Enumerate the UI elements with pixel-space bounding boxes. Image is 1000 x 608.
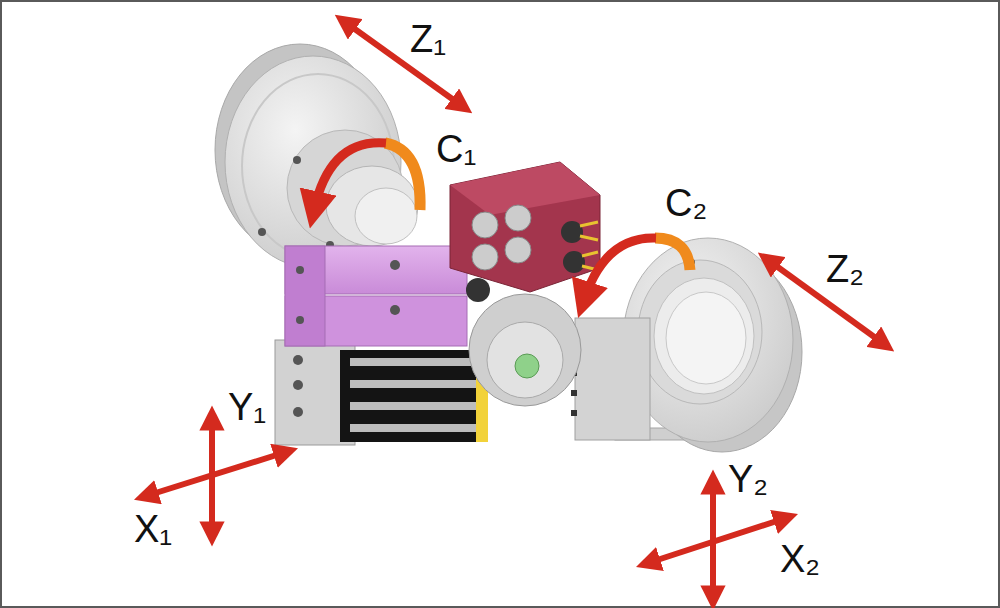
axis-label: Y₂: [728, 460, 768, 498]
right-tool-block: [571, 318, 650, 440]
tool-block: [450, 162, 600, 292]
rotation-arrows: [314, 143, 690, 300]
axis-arrows: [146, 22, 884, 598]
left-spindle: [215, 44, 418, 268]
axis-label: X₂: [780, 540, 820, 578]
axis-label: Z₁: [410, 20, 446, 58]
axis-label: X₁: [134, 510, 172, 548]
axis-label: C₁: [436, 130, 476, 168]
axis-label: Y₁: [228, 388, 266, 426]
axis-label: Z₂: [826, 250, 864, 288]
axis-label: C₂: [665, 184, 707, 222]
